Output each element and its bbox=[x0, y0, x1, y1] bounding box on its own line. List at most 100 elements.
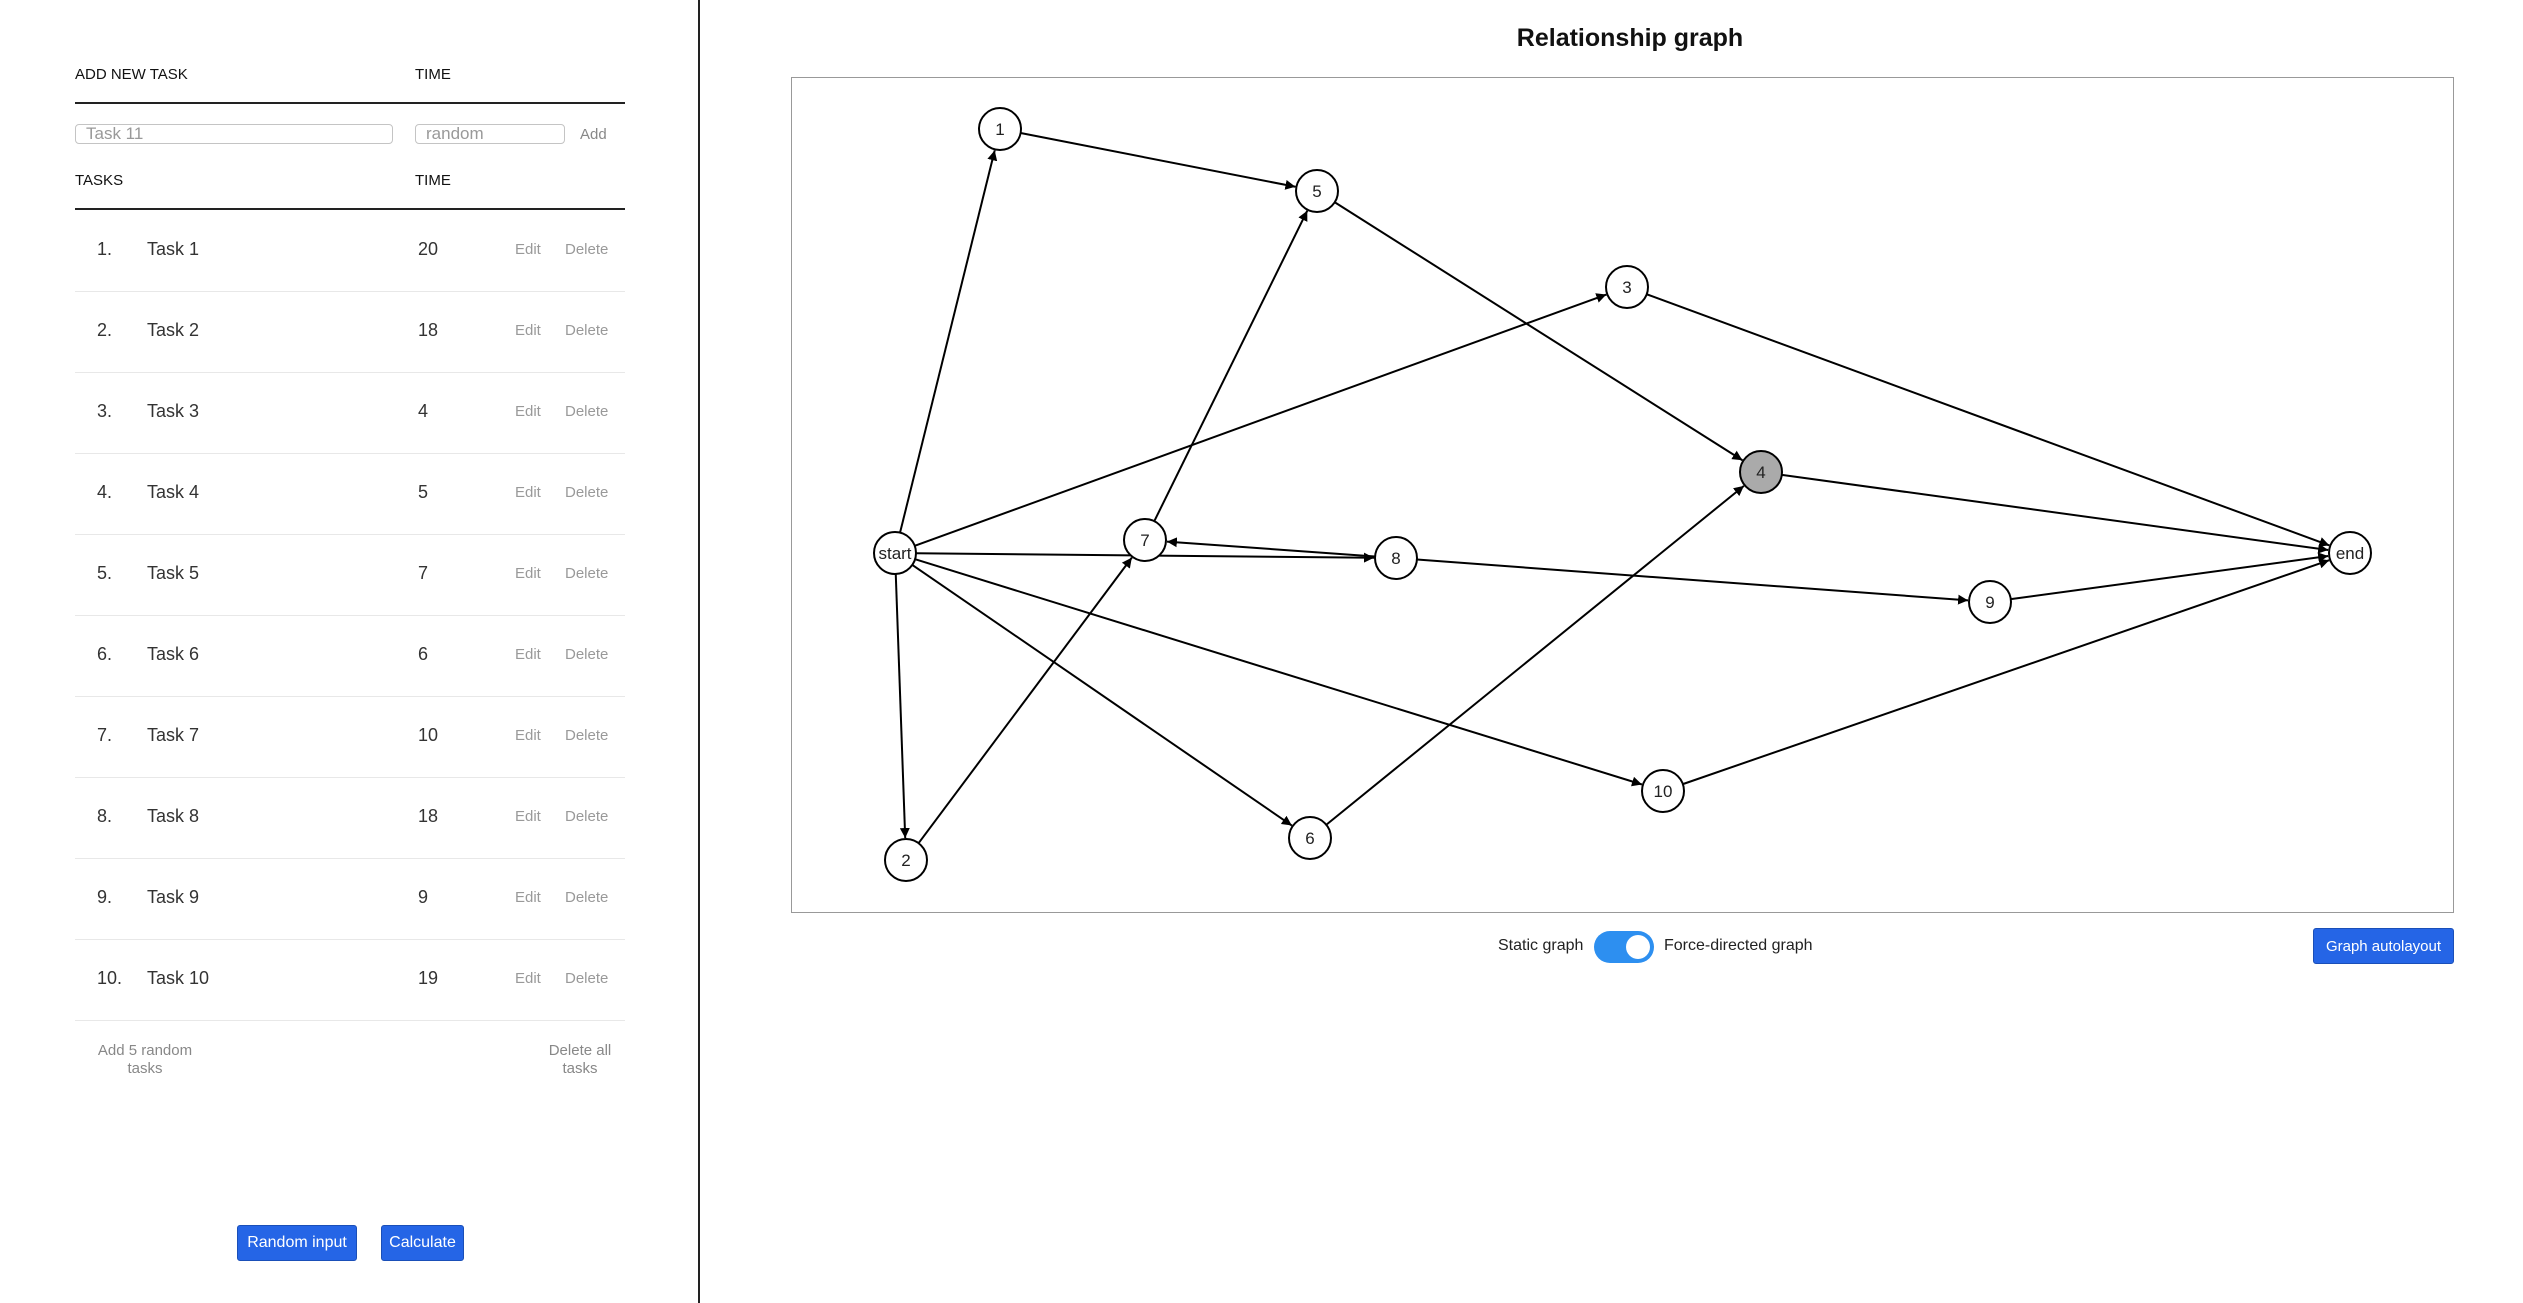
graph-node-circle bbox=[1605, 265, 1649, 309]
graph-node-9[interactable]: 9 bbox=[1968, 580, 2012, 624]
add-random-tasks-label-2: tasks bbox=[127, 1060, 163, 1077]
edit-task-button[interactable]: Edit bbox=[515, 808, 541, 825]
task-time: 6 bbox=[418, 644, 429, 664]
delete-task-button[interactable]: Delete bbox=[565, 241, 609, 258]
graph-mode-toggle[interactable] bbox=[1594, 931, 1654, 963]
graph-node-5[interactable]: 5 bbox=[1295, 169, 1339, 213]
delete-task-button[interactable]: Delete bbox=[565, 727, 609, 744]
edit-task-button[interactable]: Edit bbox=[515, 403, 541, 420]
static-graph-label: Static graph bbox=[1498, 937, 1584, 954]
task-row: 4. Task 4 5 Edit Delete bbox=[75, 454, 625, 535]
task-time: 7 bbox=[418, 563, 429, 583]
task-panel: ADD NEW TASK TIME Add TASKS TIME 1.Task … bbox=[0, 0, 700, 1303]
task-number: 5. bbox=[97, 563, 113, 583]
graph-node-circle bbox=[2328, 531, 2372, 575]
graph-node-label: end bbox=[2336, 544, 2364, 563]
graph-node-4[interactable]: 4 bbox=[1739, 450, 1783, 494]
graph-node-label: 5 bbox=[1312, 182, 1321, 201]
graph-autolayout-button[interactable]: Graph autolayout bbox=[2313, 928, 2454, 964]
graph-node-1[interactable]: 1 bbox=[978, 107, 1022, 151]
delete-task-button[interactable]: Delete bbox=[565, 808, 609, 825]
task-number: 9. bbox=[97, 887, 113, 907]
delete-task-button[interactable]: Delete bbox=[565, 565, 609, 582]
edit-task-button[interactable]: Edit bbox=[515, 646, 541, 663]
edit-task-button[interactable]: Edit bbox=[515, 889, 541, 906]
graph-node-circle bbox=[884, 838, 928, 882]
graph-node-7[interactable]: 7 bbox=[1123, 518, 1167, 562]
graph-node-circle bbox=[1123, 518, 1167, 562]
delete-task-button[interactable]: Delete bbox=[565, 322, 609, 339]
graph-node-label: 2 bbox=[901, 851, 910, 870]
task-time: 18 bbox=[418, 320, 439, 340]
task-name: Task 8 bbox=[147, 806, 200, 826]
graph-canvas[interactable] bbox=[791, 77, 2454, 913]
delete-task-button[interactable]: Delete bbox=[565, 646, 609, 663]
add-task-button[interactable]: Add bbox=[580, 126, 607, 143]
header-divider bbox=[75, 102, 625, 104]
graph-node-2[interactable]: 2 bbox=[884, 838, 928, 882]
task-time: 19 bbox=[418, 968, 439, 988]
graph-node-label: 6 bbox=[1305, 829, 1314, 848]
delete-task-button[interactable]: Delete bbox=[565, 484, 609, 501]
delete-all-tasks-label-2: tasks bbox=[562, 1060, 598, 1077]
graph-node-label: 3 bbox=[1622, 278, 1631, 297]
graph-node-circle bbox=[1288, 816, 1332, 860]
add-time-header: TIME bbox=[415, 66, 451, 83]
graph-node-label: 4 bbox=[1756, 463, 1765, 482]
delete-task-button[interactable]: Delete bbox=[565, 970, 609, 987]
new-task-time-input[interactable] bbox=[415, 124, 565, 144]
graph-node-circle bbox=[1739, 450, 1783, 494]
task-number: 7. bbox=[97, 725, 113, 745]
graph-node-circle bbox=[873, 531, 917, 575]
delete-task-button[interactable]: Delete bbox=[565, 403, 609, 420]
add-task-header: ADD NEW TASK bbox=[75, 66, 188, 83]
graph-node-3[interactable]: 3 bbox=[1605, 265, 1649, 309]
graph-node-circle bbox=[1295, 169, 1339, 213]
tasks-header: TASKS bbox=[75, 172, 124, 189]
edit-task-button[interactable]: Edit bbox=[515, 970, 541, 987]
task-number: 8. bbox=[97, 806, 113, 826]
tasks-divider bbox=[75, 208, 625, 210]
task-name: Task 7 bbox=[147, 725, 200, 745]
task-time: 18 bbox=[418, 806, 439, 826]
task-number: 4. bbox=[97, 482, 113, 502]
delete-task-button[interactable]: Delete bbox=[565, 889, 609, 906]
edit-task-button[interactable]: Edit bbox=[515, 565, 541, 582]
calculate-button[interactable]: Calculate bbox=[381, 1225, 464, 1261]
task-name: Task 6 bbox=[147, 644, 200, 664]
graph-node-label: 1 bbox=[995, 120, 1004, 139]
graph-node-end[interactable]: end bbox=[2328, 531, 2372, 575]
add-random-tasks-label-1: Add 5 random bbox=[97, 1042, 193, 1059]
task-row: 6. Task 6 6 Edit Delete bbox=[75, 616, 625, 697]
task-row: 8. Task 8 18 Edit Delete bbox=[75, 778, 625, 859]
new-task-name-input[interactable] bbox=[75, 124, 393, 144]
graph-node-start[interactable]: start bbox=[873, 531, 917, 575]
edit-task-button[interactable]: Edit bbox=[515, 727, 541, 744]
task-time: 5 bbox=[418, 482, 429, 502]
graph-node-label: 10 bbox=[1654, 782, 1673, 801]
force-directed-graph-label: Force-directed graph bbox=[1664, 937, 1813, 954]
edit-task-button[interactable]: Edit bbox=[515, 241, 541, 258]
edit-task-button[interactable]: Edit bbox=[515, 322, 541, 339]
graph-node-circle bbox=[1374, 536, 1418, 580]
task-number: 6. bbox=[97, 644, 113, 664]
task-name: Task 9 bbox=[147, 887, 200, 907]
graph-node-8[interactable]: 8 bbox=[1374, 536, 1418, 580]
delete-all-tasks-button[interactable]: Delete all tasks bbox=[540, 1042, 620, 1078]
graph-title: Relationship graph bbox=[1516, 24, 1744, 52]
task-name: Task 4 bbox=[147, 482, 200, 502]
random-input-button[interactable]: Random input bbox=[237, 1225, 357, 1261]
graph-node-circle bbox=[1968, 580, 2012, 624]
task-time: 4 bbox=[418, 401, 429, 421]
graph-node-6[interactable]: 6 bbox=[1288, 816, 1332, 860]
add-random-tasks-button[interactable]: Add 5 random tasks bbox=[90, 1042, 200, 1078]
graph-node-10[interactable]: 10 bbox=[1641, 769, 1685, 813]
toggle-knob bbox=[1626, 935, 1650, 959]
edit-task-button[interactable]: Edit bbox=[515, 484, 541, 501]
delete-all-tasks-label-1: Delete all bbox=[548, 1042, 612, 1059]
